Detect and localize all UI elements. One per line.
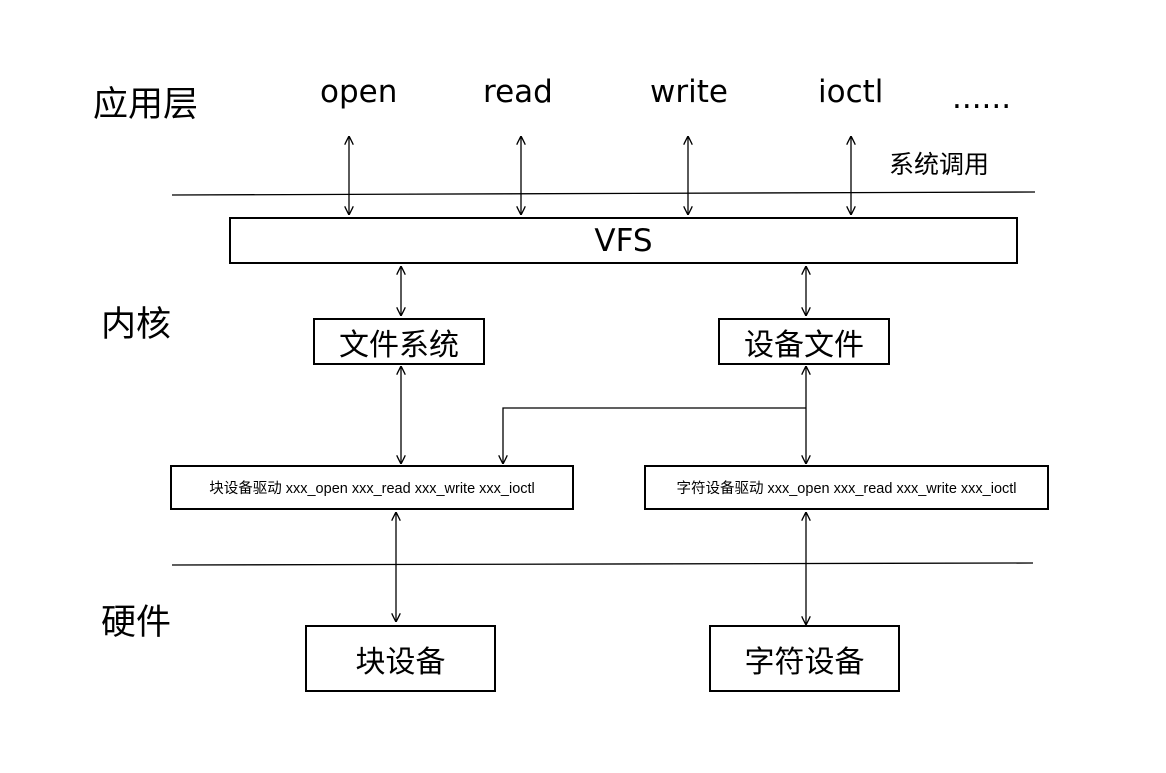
char-driver-box: 字符设备驱动 xxx_open xxx_read xxx_write xxx_i… (644, 465, 1049, 510)
syscall-read: read (483, 74, 553, 110)
layer-label-kernel: 内核 (101, 305, 172, 345)
hardware-boundary-line (171, 562, 1034, 566)
block-device-box: 块设备 (305, 625, 496, 692)
layer-label-application: 应用层 (93, 85, 199, 125)
syscall-boundary-line (171, 191, 1036, 196)
arrow-devicefile-blockdriver (503, 407, 806, 464)
syscall-ellipsis: ...... (952, 80, 1012, 116)
syscall-ioctl: ioctl (818, 74, 884, 110)
char-device-box: 字符设备 (709, 625, 900, 692)
vfs-box: VFS (229, 217, 1018, 264)
filesystem-box: 文件系统 (313, 318, 485, 365)
syscall-note: 系统调用 (889, 150, 990, 179)
syscall-write: write (650, 74, 728, 110)
layer-label-hardware: 硬件 (101, 603, 172, 643)
syscall-open: open (320, 74, 398, 110)
device-file-box: 设备文件 (718, 318, 890, 365)
block-driver-box: 块设备驱动 xxx_open xxx_read xxx_write xxx_io… (170, 465, 574, 510)
